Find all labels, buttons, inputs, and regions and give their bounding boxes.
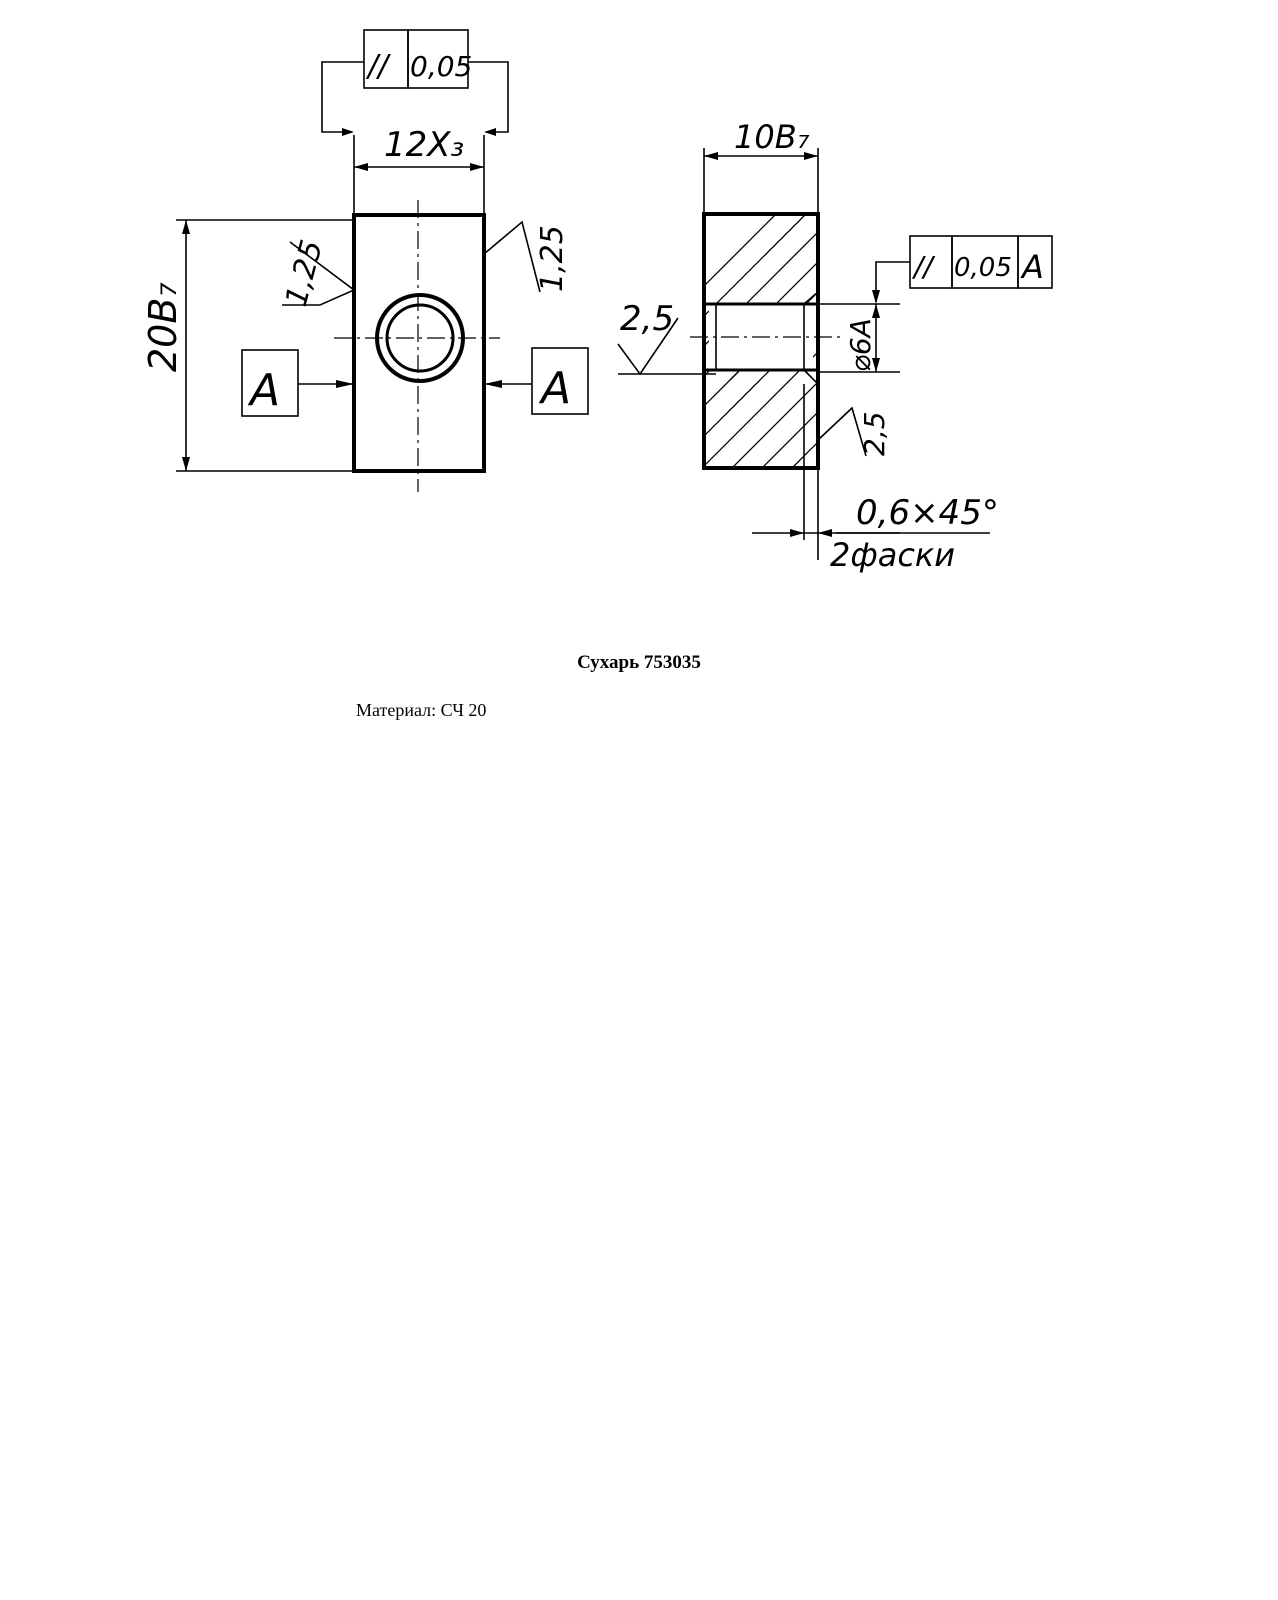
section-view: 10B₇ ⌀6A // 0,05 A 2,5 2,5 0,6×45° 2фаск… — [617, 118, 1053, 574]
front-tolerance-symbol: // — [365, 49, 391, 84]
width-dimension-label: 12X₃ — [384, 125, 464, 165]
part-title: Сухарь 753035 — [577, 652, 701, 673]
hole-outer — [375, 293, 465, 383]
height-dimension-label: 20B₇ — [141, 282, 185, 372]
datum-left-box — [241, 349, 299, 417]
roughness-right-label: 1,25 — [535, 225, 570, 292]
datum-left-label: A — [247, 365, 280, 416]
section-width-label: 10B₇ — [734, 118, 810, 156]
front-view: 12X₃ // 0,05 20B₇ 1,25 1,25 A A — [141, 29, 589, 492]
technical-drawing: 12X₃ // 0,05 20B₇ 1,25 1,25 A A — [141, 29, 1053, 574]
bore-diameter-label: ⌀6A — [844, 318, 877, 372]
section-tolerance-value: 0,05 — [954, 253, 1012, 283]
roughness-bore-left-label: 2,5 — [620, 299, 674, 339]
roughness-left-label: 1,25 — [279, 236, 330, 310]
front-tolerance-value: 0,05 — [410, 50, 472, 83]
front-outline — [352, 213, 486, 473]
section-tolerance-symbol: // — [911, 250, 935, 283]
hole-inner — [385, 303, 455, 373]
material-label: Материал: СЧ 20 — [356, 700, 487, 720]
section-outline — [702, 212, 820, 470]
section-tolerance-datum: A — [1020, 248, 1044, 286]
chamfer-note: 2фаски — [830, 536, 955, 574]
datum-right-box — [531, 347, 589, 415]
roughness-bore-right-label: 2,5 — [858, 411, 891, 456]
datum-right-label: A — [538, 363, 571, 414]
chamfer-label: 0,6×45° — [856, 493, 999, 533]
